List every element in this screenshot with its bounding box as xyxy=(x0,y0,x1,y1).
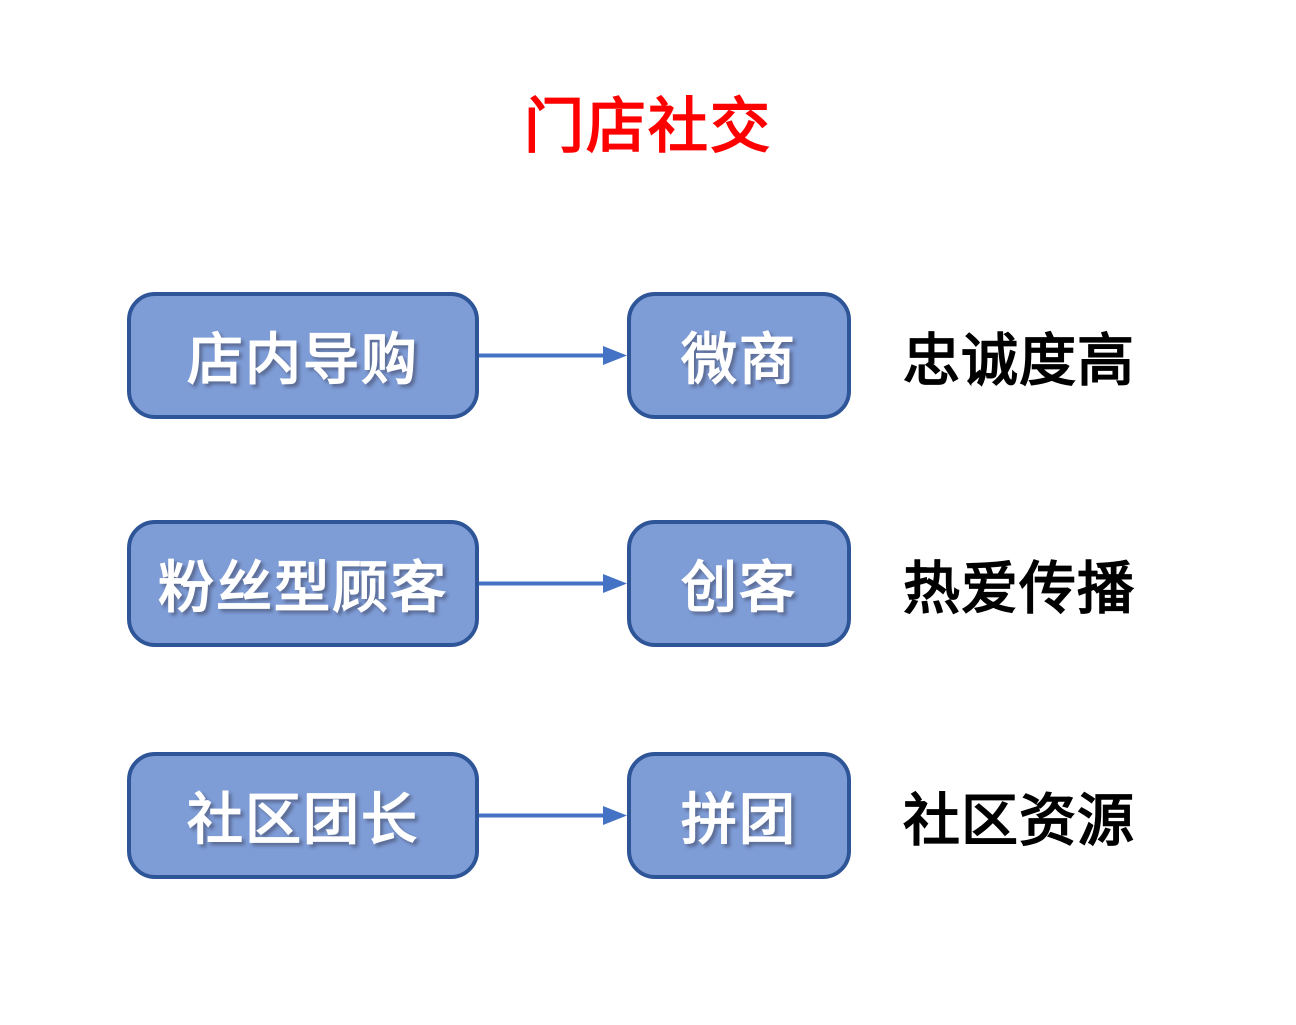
target-box-3-label: 拼团 xyxy=(681,788,797,851)
target-box-1-label: 微商 xyxy=(681,328,797,391)
source-box-1-label: 店内导购 xyxy=(187,328,419,391)
flow-row-1: 店内导购 微商 忠诚度高 xyxy=(0,292,1296,419)
target-box-2: 创客 xyxy=(627,520,851,647)
note-label-1: 忠诚度高 xyxy=(903,328,1135,393)
arrow-right-icon xyxy=(479,806,627,825)
target-box-2-label: 创客 xyxy=(681,556,797,619)
target-box-3: 拼团 xyxy=(627,752,851,879)
flow-row-2: 粉丝型顾客 创客 热爱传播 xyxy=(0,520,1296,647)
source-box-2: 粉丝型顾客 xyxy=(127,520,479,647)
note-label-2: 热爱传播 xyxy=(903,556,1135,621)
page-title: 门店社交 xyxy=(524,93,772,160)
source-box-3: 社区团长 xyxy=(127,752,479,879)
target-box-1: 微商 xyxy=(627,292,851,419)
note-label-3: 社区资源 xyxy=(903,788,1135,853)
source-box-1: 店内导购 xyxy=(127,292,479,419)
arrow-right-icon xyxy=(479,574,627,593)
arrow-right-icon xyxy=(479,346,627,365)
flow-row-3: 社区团长 拼团 社区资源 xyxy=(0,752,1296,879)
source-box-2-label: 粉丝型顾客 xyxy=(158,556,448,619)
source-box-3-label: 社区团长 xyxy=(187,788,419,851)
